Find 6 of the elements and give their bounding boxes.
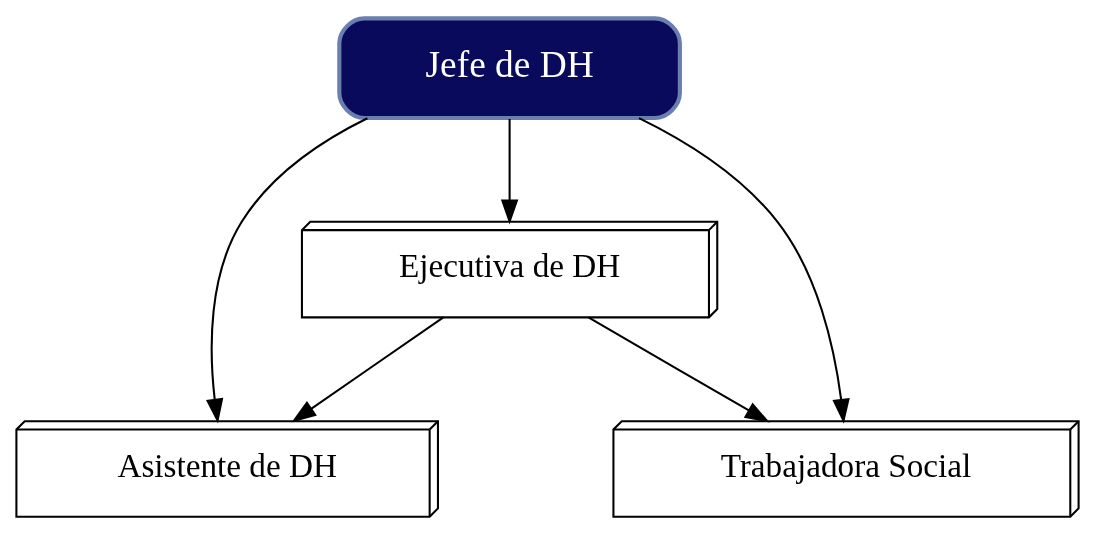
node-box: Jefe de DH: [337, 16, 682, 121]
arrow: [291, 316, 444, 423]
arrow: [500, 119, 519, 225]
arrow: [587, 316, 770, 423]
arrow: [206, 117, 368, 424]
arrow: [638, 117, 850, 424]
